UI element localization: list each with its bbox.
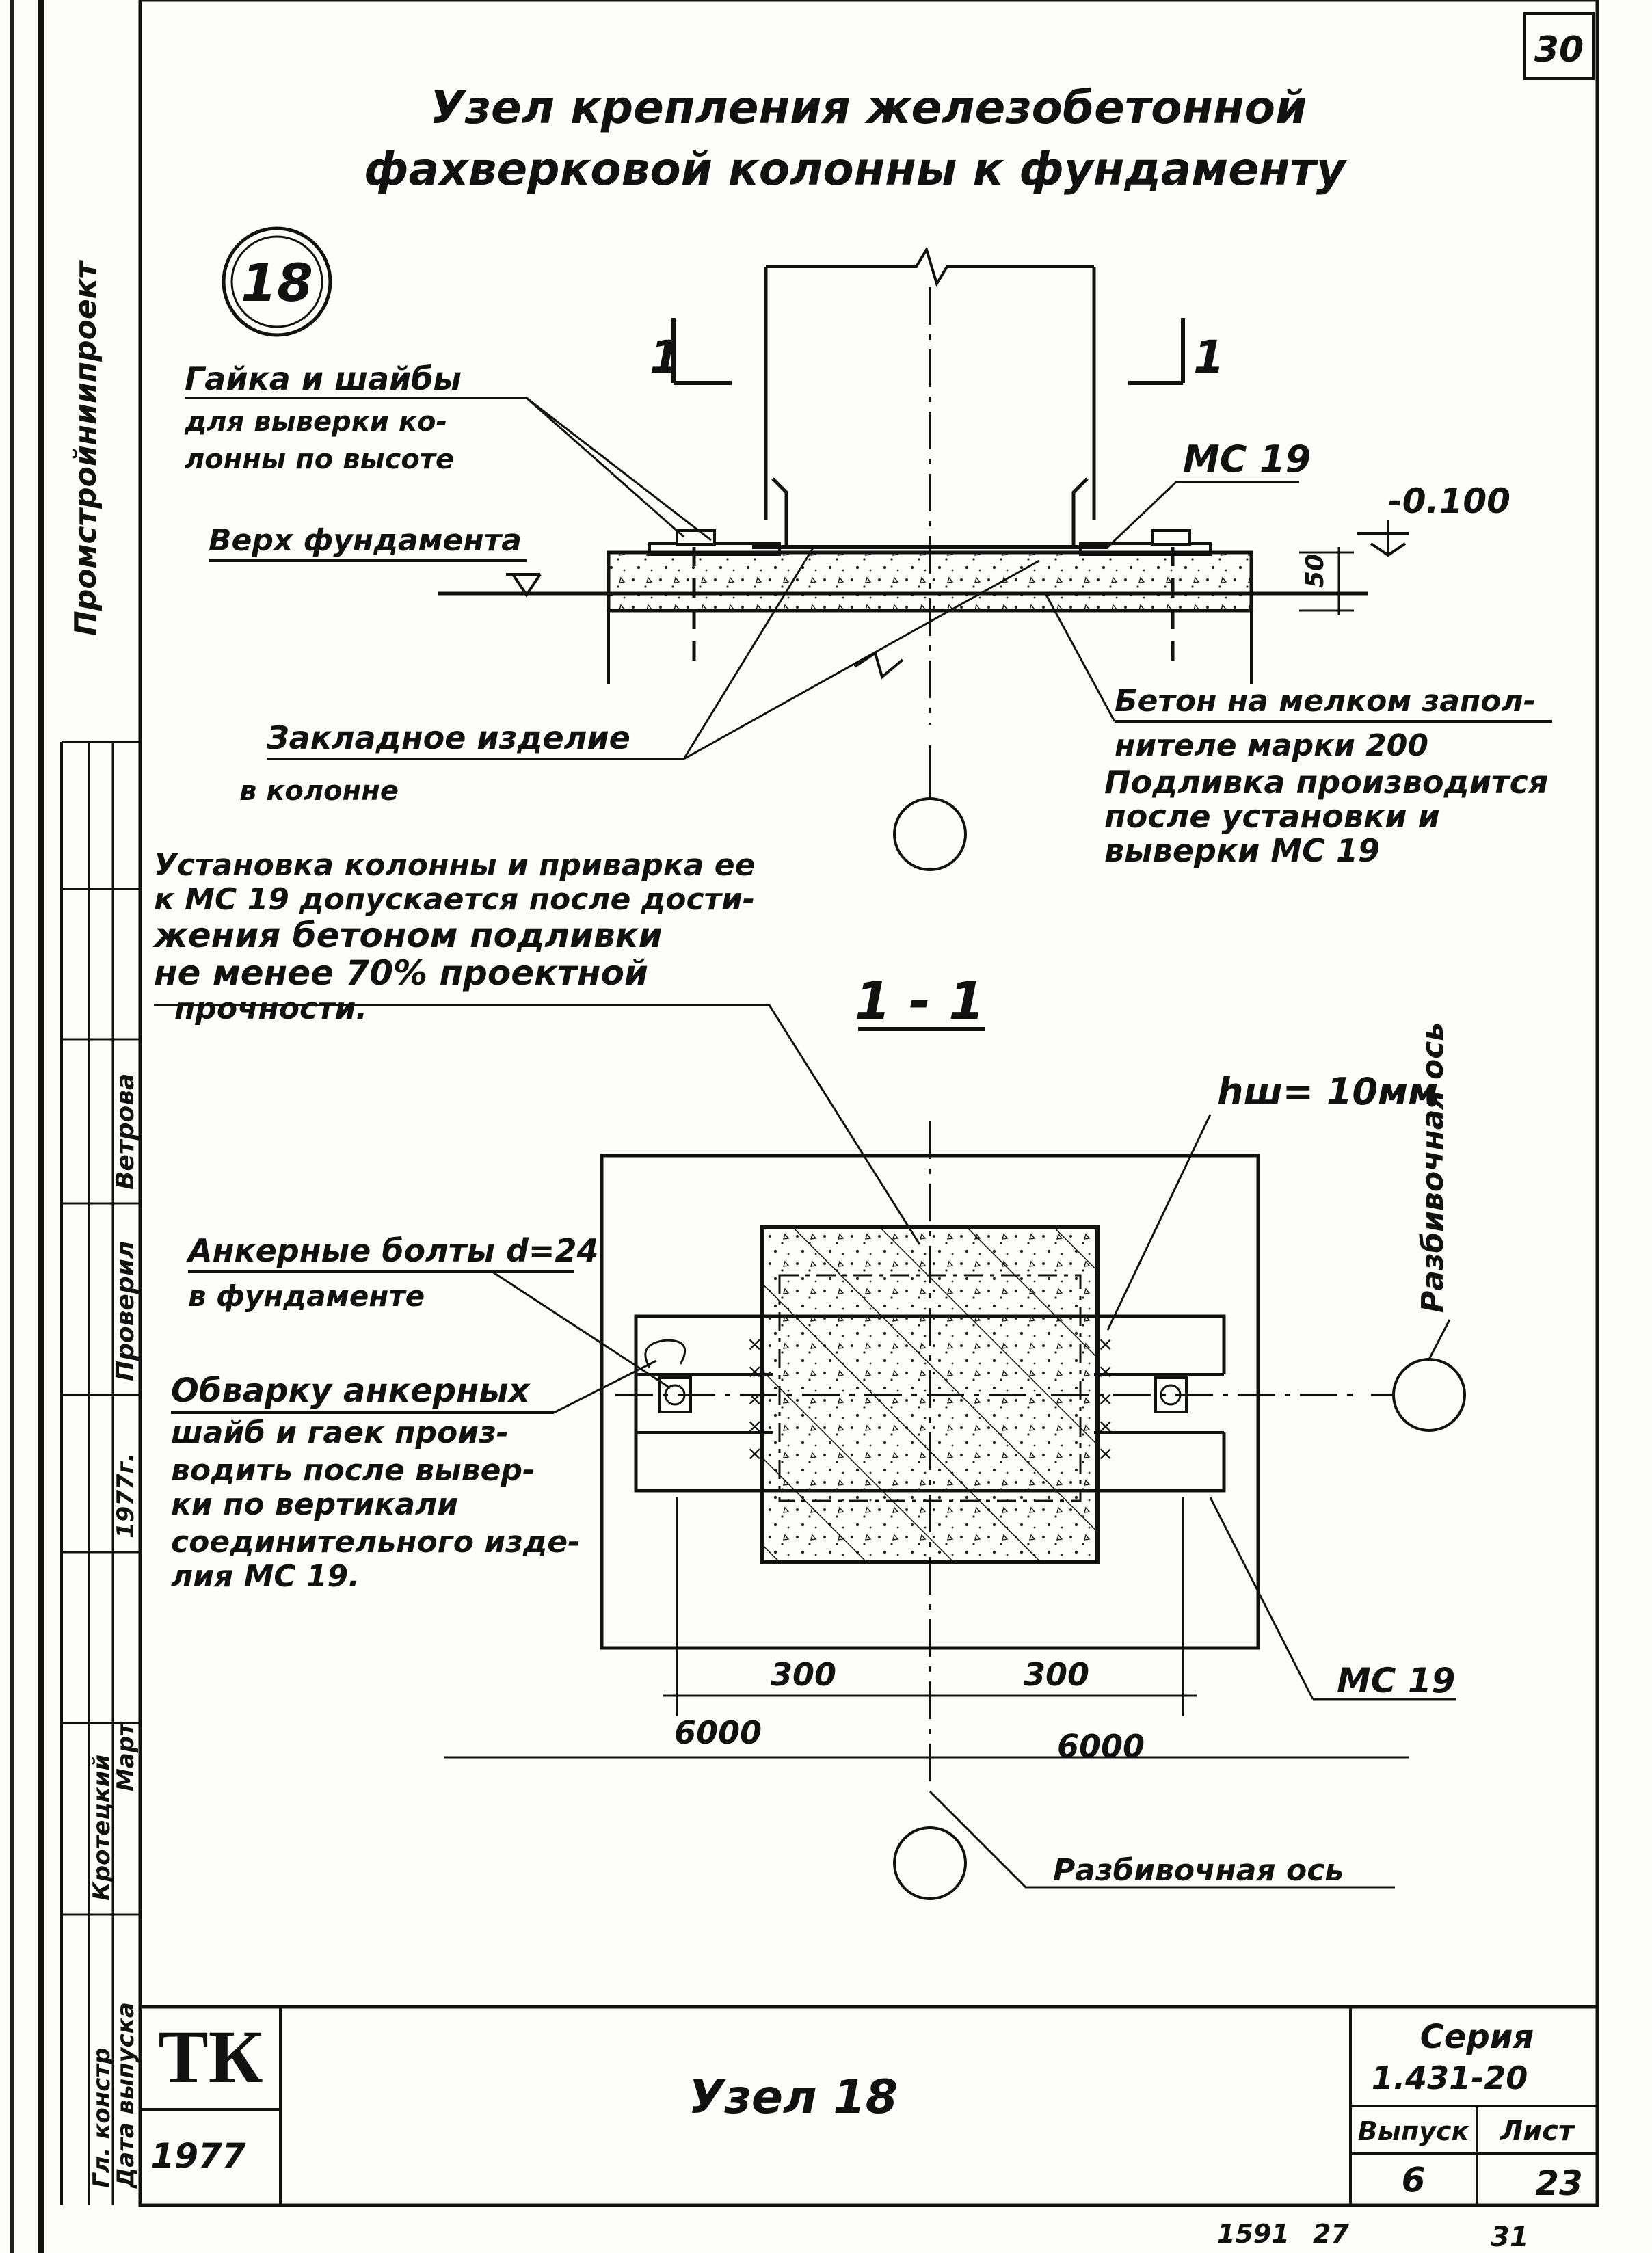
svg-text:×: × — [1097, 1333, 1113, 1355]
svg-text:×: × — [1097, 1387, 1113, 1410]
svg-text:×: × — [747, 1442, 762, 1465]
label-mc19-plan: МС 19 — [1337, 1661, 1455, 1701]
label-nut-washers-2: для выверки ко- — [184, 406, 447, 438]
tb-series-value: 1.431-20 — [1372, 2059, 1528, 2096]
label-concrete-4: после установки и — [1104, 798, 1440, 835]
label-install-3: жения бетоном подливки — [152, 916, 663, 955]
label-weld-6: лия МС 19. — [171, 1559, 360, 1594]
dim-300-right: 300 — [1024, 1656, 1089, 1693]
leader-weld — [553, 1359, 657, 1414]
leader-axis-bottom — [929, 1790, 1395, 1889]
label-axis-bottom: Разбивочная ось — [1053, 1853, 1344, 1888]
section-arrow-left-label: 1 — [650, 331, 681, 384]
stamp-chief: Кротецкий — [88, 1755, 116, 1901]
label-nut-washers-3: лонны по высоте — [185, 444, 454, 475]
label-concrete-5: выверки МС 19 — [1104, 832, 1380, 869]
tb-issue-label: Выпуск — [1358, 2116, 1470, 2146]
stamp-gip: Гл. констр — [88, 2048, 116, 2188]
elevation-view — [438, 246, 1409, 871]
label-weld-1: Обварку анкерных — [171, 1372, 531, 1410]
dim-6000-right: 6000 — [1057, 1728, 1145, 1765]
stamp-month: Март — [112, 1721, 139, 1791]
leader-anchor — [492, 1270, 671, 1389]
label-weld-4: ки по вертикали — [171, 1487, 458, 1522]
stamp-release: Дата выпуска — [112, 2002, 139, 2189]
tb-year: 1977 — [150, 2136, 245, 2176]
section-plan-view: × × × × × × × × × × — [444, 1121, 1466, 1900]
label-install-4: не менее 70% проектной — [154, 953, 648, 993]
label-install-2: к МС 19 допускается после дости- — [154, 882, 755, 917]
label-nut-washers-1: Гайка и шайбы — [185, 360, 462, 397]
dim-300-left: 300 — [771, 1656, 836, 1693]
svg-text:×: × — [747, 1360, 762, 1383]
label-elev-mark: -0.100 — [1388, 481, 1510, 521]
label-concrete-2: нителе марки 200 — [1115, 728, 1428, 763]
stamp-checked-name: Ветрова — [111, 1074, 139, 1190]
svg-text:×: × — [747, 1415, 762, 1437]
side-stamp — [60, 741, 140, 2205]
stamp-checked-role: Проверил — [111, 1241, 139, 1381]
leader-concrete — [1045, 594, 1116, 722]
leader-install — [154, 1004, 921, 1245]
svg-text:×: × — [747, 1387, 762, 1410]
section-title: 1 - 1 — [855, 970, 985, 1031]
label-install-1: Установка колонны и приварка ее — [154, 848, 755, 883]
svg-text:×: × — [1097, 1415, 1113, 1437]
leader-mc19-plan — [1209, 1497, 1456, 1701]
tb-issue-value: 6 — [1402, 2160, 1426, 2200]
label-install-5: прочности. — [174, 991, 367, 1026]
footer-code-mid: 27 — [1313, 2219, 1349, 2249]
title-line-2: фахверковой колонны к фундаменту — [364, 143, 1348, 196]
node-mark: 18 — [241, 252, 313, 313]
sheet-frame — [138, 0, 1599, 2207]
tb-node-name: Узел 18 — [689, 2070, 898, 2124]
footer-code-left: 1591 — [1217, 2219, 1290, 2249]
svg-text:×: × — [1097, 1442, 1113, 1465]
sheet-number-box — [1523, 12, 1595, 80]
svg-text:×: × — [1097, 1360, 1113, 1383]
label-embedded-1: Закладное изделие — [266, 719, 630, 756]
dim-6000-left: 6000 — [674, 1714, 762, 1751]
label-top-foundation: Верх фундамента — [209, 523, 522, 558]
leader-axis-vertical — [1428, 1319, 1451, 1360]
stamp-org: Промстройниипроект — [68, 259, 103, 636]
leader-embedded — [682, 546, 1040, 760]
leader-nut-washers — [526, 397, 712, 542]
label-anchor-2: в фундаменте — [188, 1279, 425, 1313]
tb-logo: ТК — [158, 2015, 263, 2098]
label-mc19-top: МС 19 — [1183, 438, 1311, 481]
sheet-number: 30 — [1534, 29, 1584, 70]
leader-hw-weld — [1106, 1114, 1212, 1331]
label-embedded-2: в колонне — [239, 775, 399, 807]
label-weld-2: шайб и гаек произ- — [171, 1415, 509, 1450]
title-block — [140, 2005, 1597, 2205]
node-mark-circle — [222, 226, 332, 337]
tb-sheet-label: Лист — [1500, 2116, 1576, 2147]
node-mark-inner-circle — [230, 235, 323, 328]
label-weld-3: водить после вывер- — [171, 1453, 535, 1488]
label-weld-5: соединительного изде- — [171, 1525, 580, 1560]
svg-text:×: × — [747, 1333, 762, 1355]
section-arrow-right-label: 1 — [1193, 331, 1225, 384]
label-concrete-1: Бетон на мелком запол- — [1115, 684, 1536, 719]
label-concrete-3: Подливка производится — [1104, 764, 1548, 801]
label-hw-weld: hш= 10мм — [1217, 1070, 1438, 1113]
label-axis-vertical: Разбивочная ось — [1415, 1022, 1450, 1313]
tb-sheet-value: 23 — [1535, 2163, 1583, 2203]
label-anchor-1: Анкерные болты d=24 — [186, 1232, 599, 1269]
stamp-date-year: 1977г. — [112, 1453, 139, 1538]
footer-code-right: 31 — [1491, 2222, 1529, 2253]
title-line-1: Узел крепления железобетонной — [430, 81, 1307, 134]
leader-mc19-top — [1106, 481, 1299, 548]
label-dim-50: 50 — [1301, 554, 1329, 588]
tb-series-label: Серия — [1420, 2018, 1534, 2056]
